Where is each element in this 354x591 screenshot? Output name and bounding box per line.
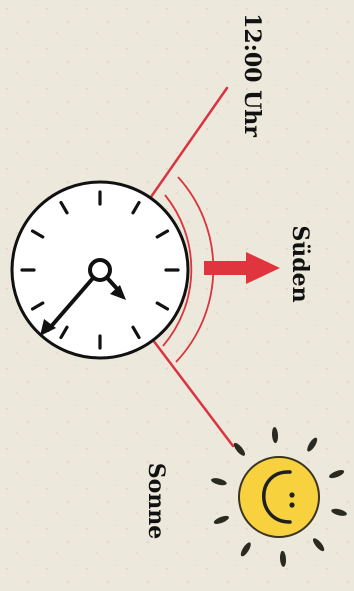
label-south: Süden <box>287 225 313 302</box>
sun-disc <box>239 457 319 537</box>
sun-eye-left <box>289 492 294 497</box>
label-noon: 12:00 Uhr <box>239 13 265 137</box>
clock-center <box>90 260 110 280</box>
sun-eye-right <box>289 502 294 507</box>
label-sun: Sonne <box>143 463 169 540</box>
clock <box>12 182 188 358</box>
